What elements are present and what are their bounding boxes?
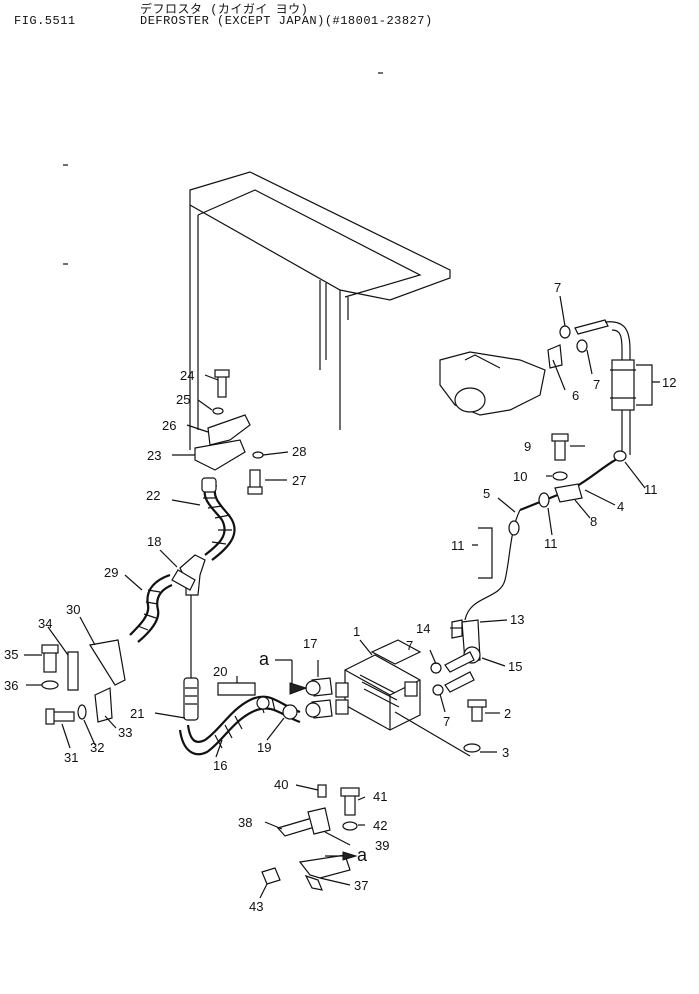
hose-29: [129, 573, 173, 643]
callout-3: 3: [502, 745, 509, 760]
callout-1: 1: [353, 624, 360, 639]
heater-unit: [335, 639, 422, 731]
callout-23: 23: [147, 448, 161, 463]
y-joint: [171, 554, 206, 596]
callout-19: 19: [257, 740, 271, 755]
connection-mark-a-lower: a: [357, 845, 368, 865]
callout-31: 31: [64, 750, 78, 765]
callout-9: 9: [524, 439, 531, 454]
callout-21: 21: [130, 706, 144, 721]
connection-arrows: [275, 659, 358, 861]
callout-15: 15: [508, 659, 522, 674]
callout-35: 35: [4, 647, 18, 662]
figure-number: FIG.5511: [14, 14, 76, 28]
callout-27: 27: [292, 473, 306, 488]
hose-22: [201, 477, 236, 561]
callout-4: 4: [617, 499, 624, 514]
callout-2: 2: [504, 706, 511, 721]
title-japanese: デフロスタ (カイガイ ヨウ): [140, 3, 309, 17]
callout-10: 10: [513, 469, 527, 484]
callout-40: 40: [274, 777, 288, 792]
callout-41: 41: [373, 789, 387, 804]
callout-11a: 11: [644, 482, 658, 497]
callout-36: 36: [4, 678, 18, 693]
callout-37: 37: [354, 878, 368, 893]
callout-34: 34: [38, 616, 52, 631]
vertical-duct: [183, 595, 199, 721]
callout-30: 30: [66, 602, 80, 617]
callout-22: 22: [146, 488, 160, 503]
callout-14: 14: [416, 621, 430, 636]
leader-lines: [24, 295, 660, 899]
callout-6: 6: [572, 388, 579, 403]
callout-33: 33: [118, 725, 132, 740]
callout-28: 28: [292, 444, 306, 459]
callout-39: 39: [375, 838, 389, 853]
callout-7b: 7: [593, 377, 600, 392]
callout-26: 26: [162, 418, 176, 433]
callout-32: 32: [90, 740, 104, 755]
heater-outlet-hoses: [305, 677, 333, 719]
callout-17: 17: [303, 636, 317, 651]
hose-16: [178, 695, 301, 756]
callout-8: 8: [590, 514, 597, 529]
defroster-nozzle-assembly: [439, 319, 609, 416]
callout-11b: 11: [544, 536, 558, 551]
callout-labels: 1 2 3 4 5 6 7 7 7 7 8 9 10 11 11 11 12 1…: [4, 280, 676, 914]
left-bracket-assembly: [41, 639, 126, 725]
callout-43: 43: [249, 899, 263, 914]
callout-11c: 11: [451, 538, 465, 553]
callout-24: 24: [180, 368, 194, 383]
connection-mark-a-upper: a: [259, 649, 270, 669]
bracket-assembly-23: [194, 369, 264, 495]
callout-25: 25: [176, 392, 190, 407]
callout-29: 29: [104, 565, 118, 580]
callout-7d: 7: [443, 714, 450, 729]
callout-16: 16: [213, 758, 227, 773]
bolt-9-washer-10: [551, 433, 569, 481]
stray-marks: [63, 72, 383, 265]
callout-38: 38: [238, 815, 252, 830]
right-duct-line: [464, 321, 636, 621]
callout-12: 12: [662, 375, 676, 390]
page-title: DEFROSTER (EXCEPT JAPAN)(#18001-23827): [140, 14, 433, 28]
callout-5: 5: [483, 486, 490, 501]
callout-18: 18: [147, 534, 161, 549]
callout-7a: 7: [554, 280, 561, 295]
lower-parts-assembly: [261, 784, 360, 891]
cab-frame: [189, 171, 451, 450]
valve-assembly: [394, 619, 487, 757]
callout-13: 13: [510, 612, 524, 627]
callout-7c: 7: [406, 638, 413, 653]
callout-20: 20: [213, 664, 227, 679]
callout-42: 42: [373, 818, 387, 833]
